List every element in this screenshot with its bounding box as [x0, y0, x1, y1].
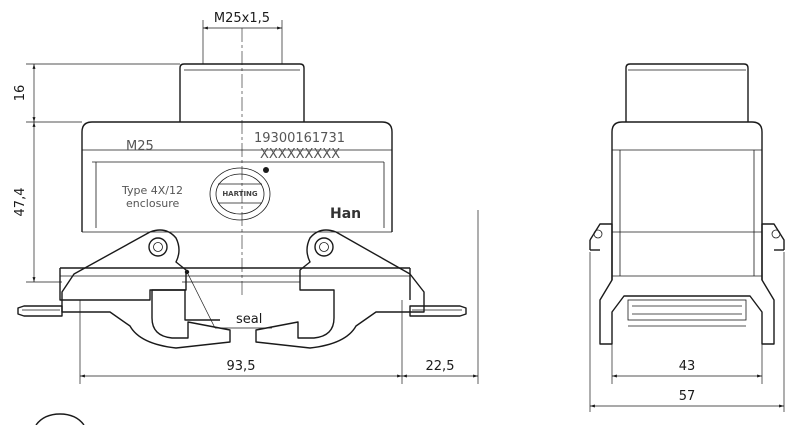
left-locking-lever — [61, 229, 231, 349]
dim-thread: M25x1,5 — [214, 11, 270, 26]
seal-label: seal — [236, 312, 262, 327]
left-lever-pivot — [148, 237, 168, 257]
dim-side-inner: 43 — [679, 359, 696, 374]
harting-logo-icon: HARTING — [209, 167, 271, 221]
han-marking: Han — [330, 206, 361, 222]
size-marking: M25 — [126, 139, 154, 154]
side-frame — [589, 223, 785, 345]
right-lever-pivot — [314, 237, 334, 257]
side-cable-entry — [625, 63, 749, 122]
svg-text:HARTING: HARTING — [222, 190, 258, 198]
code-marking: XXXXXXXXX — [260, 147, 340, 162]
dim-side-outer: 57 — [679, 389, 696, 404]
side-hood-body — [611, 121, 763, 280]
right-foot — [409, 305, 467, 317]
part-number: 19300161731 — [254, 131, 345, 146]
left-foot — [17, 305, 63, 317]
dim-width-main: 93,5 — [227, 359, 256, 374]
type-line2: enclosure — [126, 197, 180, 210]
hood-body — [81, 121, 393, 232]
side-view — [589, 63, 785, 345]
seal-point — [184, 269, 190, 275]
right-locking-lever — [255, 229, 425, 349]
front-dimensions: M25x1,5 16 47,4 93,5 22,5 — [13, 11, 479, 384]
type-line1: Type 4X/12 — [121, 184, 183, 197]
dim-height-body: 47,4 — [13, 188, 28, 217]
side-dimensions: 43 57 — [589, 252, 785, 412]
dim-width-ext: 22,5 — [426, 359, 455, 374]
partial-arc — [35, 413, 85, 425]
front-view: seal M25 19300161731 XXXXXXXXX Type 4X/1… — [17, 28, 467, 349]
lower-frame — [59, 268, 220, 321]
dim-height-top: 16 — [13, 85, 28, 102]
